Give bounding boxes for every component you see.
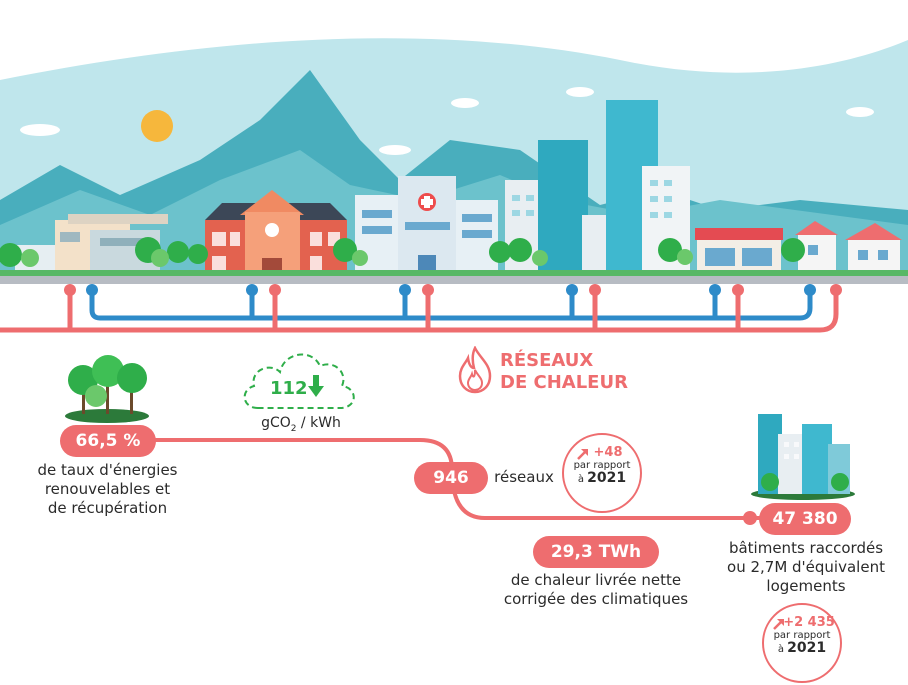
co2-unit-prefix: gCO bbox=[261, 415, 291, 431]
buildings-line-2: ou 2,7M d'équivalent bbox=[727, 558, 885, 576]
networks-vs2: à bbox=[577, 474, 584, 485]
networks-value-pill: 946 bbox=[414, 462, 488, 494]
networks-year: 2021 bbox=[587, 470, 627, 486]
co2-unit-sub: 2 bbox=[290, 423, 297, 434]
street bbox=[0, 276, 908, 284]
buildings-vs: par rapport bbox=[773, 630, 831, 641]
buildings-line-1: bâtiments raccordés bbox=[728, 539, 884, 557]
networks-vs: par rapport bbox=[573, 460, 631, 471]
co2-unit-suffix: / kWh bbox=[296, 415, 341, 431]
renewable-value-pill: 66,5 % bbox=[60, 425, 156, 457]
city-icon bbox=[751, 414, 855, 500]
co2-number: 112 bbox=[270, 378, 308, 399]
sun-icon bbox=[141, 110, 173, 142]
trees bbox=[0, 237, 805, 267]
heat-line-2: corrigée des climatiques bbox=[503, 590, 689, 608]
hospital-building bbox=[355, 176, 498, 280]
heat-value-pill: 29,3 TWh bbox=[533, 536, 659, 568]
tree-icon bbox=[65, 355, 149, 423]
renewable-line-3: de récupération bbox=[47, 499, 168, 517]
buildings-description: bâtiments raccordés ou 2,7M d'équivalent… bbox=[716, 539, 896, 596]
arrow-up-right-icon bbox=[577, 449, 588, 460]
buildings-value-pill: 47 380 bbox=[759, 503, 851, 535]
buildings-line-3: logements bbox=[766, 577, 846, 595]
buildings-delta: +2 435 bbox=[783, 615, 835, 630]
co2-unit: gCO2 / kWh bbox=[246, 414, 356, 439]
clouds bbox=[20, 87, 874, 155]
cloud-icon bbox=[243, 353, 355, 409]
flame-icon bbox=[458, 346, 492, 394]
ground bbox=[0, 270, 908, 276]
networks-label: réseaux bbox=[494, 468, 554, 486]
networks-delta: +48 bbox=[593, 445, 623, 460]
renewable-line-1: de taux d'énergies bbox=[37, 461, 178, 479]
red-pipe-branches bbox=[67, 290, 741, 330]
renewable-description: de taux d'énergies renouvelables et de r… bbox=[20, 461, 195, 518]
heat-line-1: de chaleur livrée nette bbox=[510, 571, 682, 589]
title-line-1: RÉSEAUX bbox=[500, 350, 594, 371]
title-line-2: DE CHALEUR bbox=[500, 372, 628, 393]
buildings-year-row: à 2021 bbox=[764, 640, 840, 656]
networks-delta-badge: +48 par rapport à 2021 bbox=[562, 433, 642, 513]
buildings-delta-badge: +2 435 par rapport à 2021 bbox=[762, 603, 842, 683]
co2-value: 112 bbox=[270, 378, 308, 399]
renewable-line-2: renouvelables et bbox=[44, 480, 171, 498]
networks-year-row: à 2021 bbox=[564, 470, 640, 486]
city-illustration bbox=[0, 38, 908, 333]
page-title: RÉSEAUX DE CHALEUR bbox=[500, 350, 628, 394]
arrow-up-right-icon bbox=[773, 619, 784, 630]
blue-network-pipe bbox=[89, 290, 813, 321]
blue-pipe-nodes bbox=[86, 284, 816, 296]
buildings-year: 2021 bbox=[787, 640, 827, 656]
arrow-down-icon bbox=[308, 375, 324, 397]
red-network-pipe bbox=[0, 290, 839, 333]
heat-description: de chaleur livrée nette corrigée des cli… bbox=[490, 571, 702, 609]
red-pipe-nodes bbox=[64, 284, 842, 296]
buildings-vs2: à bbox=[777, 644, 784, 655]
